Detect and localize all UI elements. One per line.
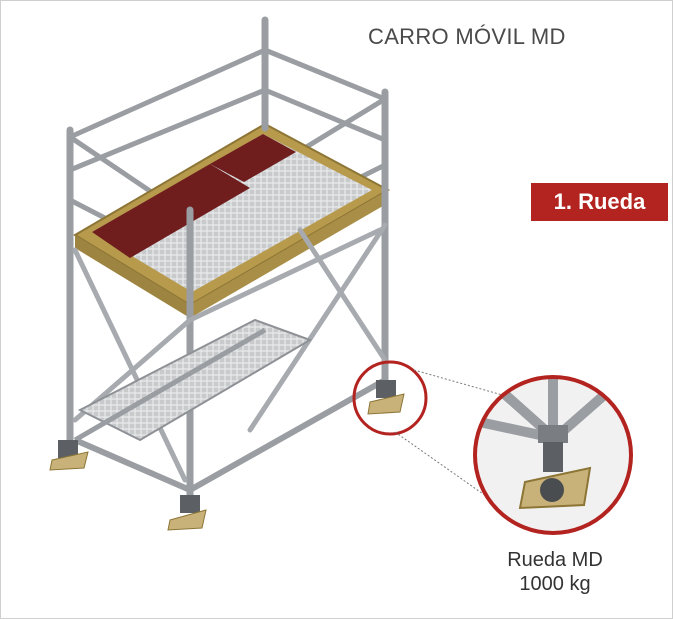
wheel-highlight-circle [352, 360, 428, 436]
wheel-capacity: 1000 kg [519, 573, 591, 595]
wheel-left [49, 440, 89, 471]
diagonal-braces [72, 222, 388, 483]
lower-platform [73, 318, 387, 493]
wheel-detail-zoom [473, 375, 633, 535]
wheel-name: Rueda MD [507, 549, 603, 571]
wheel-front [167, 495, 207, 531]
wheel-detail-caption: Rueda MD 1000 kg [480, 548, 630, 596]
wheel-right [367, 380, 405, 415]
section-tag: 1. Rueda [531, 183, 668, 221]
standards [66, 16, 389, 499]
zoom-connector-lines [394, 369, 521, 521]
diagram-title: CARRO MÓVIL MD [368, 24, 566, 49]
